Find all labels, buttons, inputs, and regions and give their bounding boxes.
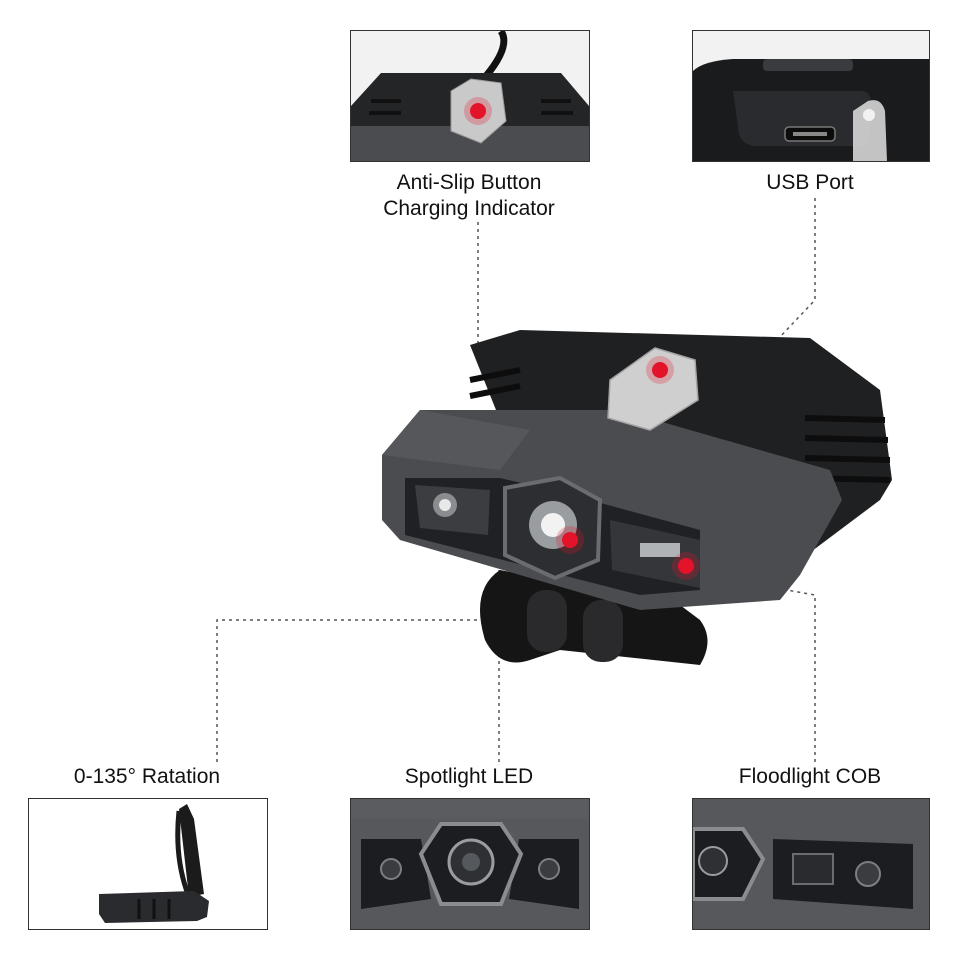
usb-port-label: USB Port [766,171,854,194]
usb-closeup-graphic [693,31,929,161]
clip-icon [179,804,204,897]
spotlight-label: Spotlight LED [404,765,534,788]
charging-indicator-icon [470,103,486,119]
button-closeup-graphic [351,31,589,161]
anti-slip-label: Anti-Slip Button Charging Indicator [350,170,588,222]
spotlight-closeup-graphic [351,799,589,929]
inset-anti-slip-button [350,30,590,162]
floodlight-cob-icon [792,853,834,885]
floodlight-closeup-graphic [693,799,929,929]
floodlight-label: Floodlight COB [738,765,882,788]
inset-spotlight [350,798,590,930]
inset-rotation [28,798,268,930]
inset-floodlight [692,798,930,930]
leader-rotation [216,584,546,762]
anti-slip-label-line1: Anti-Slip Button [396,171,542,194]
anti-slip-label-line2: Charging Indicator [383,197,555,220]
inset-usb-port [692,30,930,162]
rotation-label: 0-135° Ratation [73,765,221,788]
anti-slip-button-icon [607,347,699,431]
rotation-closeup-graphic [29,799,267,929]
